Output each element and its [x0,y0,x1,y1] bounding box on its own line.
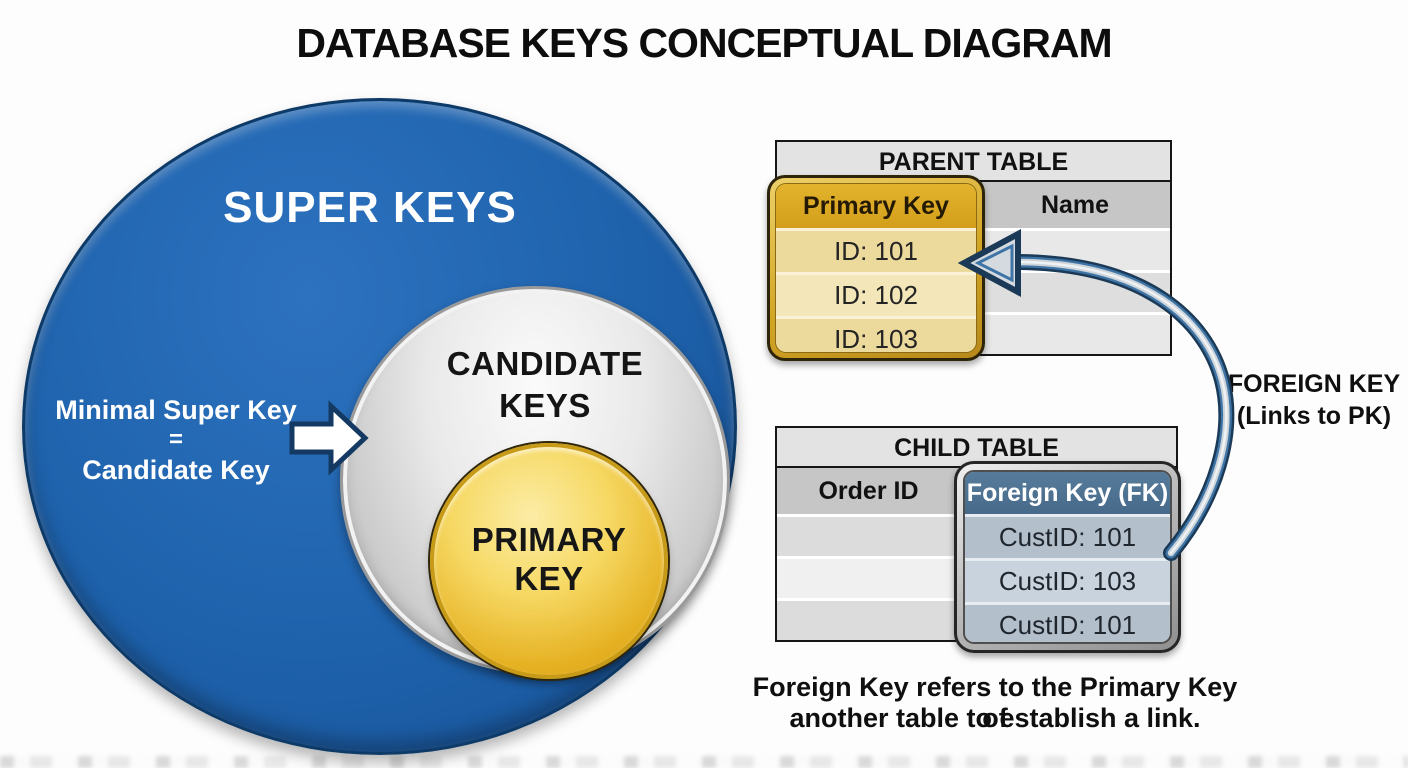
pk-column-highlight: Primary Key (PK) ID: 101 ID: 102 ID: 103 [767,175,985,361]
table-row: CustID: 101 [965,602,1170,642]
fk-column-highlight: Foreign Key (FK) CustID: 101 CustID: 103… [954,461,1181,653]
candidate-keys-label: KEYS [499,387,591,424]
foreign-key-label: FOREIGN KEY [1227,370,1401,398]
table-row [777,514,960,556]
table-row [980,270,1170,312]
table-row: ID: 101 [776,228,976,272]
order-id-column-header: Order ID [777,468,960,514]
fk-column-header: Foreign Key (FK) [965,472,1170,514]
bottom-artifact-strip [0,756,1408,768]
candidate-key-annotation: Candidate Key [82,455,270,485]
equals-sign: = [168,426,183,453]
table-row [777,598,960,640]
table-row: ID: 103 [776,316,976,352]
table-row [980,228,1170,270]
foreign-key-sublabel: (Links to PK) [1236,402,1392,430]
primary-key-label: KEY [514,560,584,597]
diagram-caption: Foreign Key refers to the Primary Key of [752,672,1238,733]
candidate-keys-label: CANDIDATE [446,345,644,382]
table-row: CustID: 103 [965,558,1170,602]
primary-key-circle [430,443,668,679]
name-column-header: Name [980,182,1170,228]
primary-key-label: PRIMARY [471,521,627,558]
super-keys-label: SUPER KEYS [223,183,517,232]
minimal-super-key-annotation: Minimal Super Key [55,395,297,425]
parent-name-column: Name [980,182,1170,354]
diagram-caption: another table to establish a link. [789,703,1201,733]
table-row: CustID: 101 [965,514,1170,558]
pk-column-header: Primary Key (PK) [776,184,976,264]
page-title: DATABASE KEYS CONCEPTUAL DIAGRAM [296,20,1112,66]
table-row [777,556,960,598]
child-order-column: Order ID [777,468,960,640]
table-row: ID: 102 [776,272,976,316]
table-row [980,312,1170,354]
